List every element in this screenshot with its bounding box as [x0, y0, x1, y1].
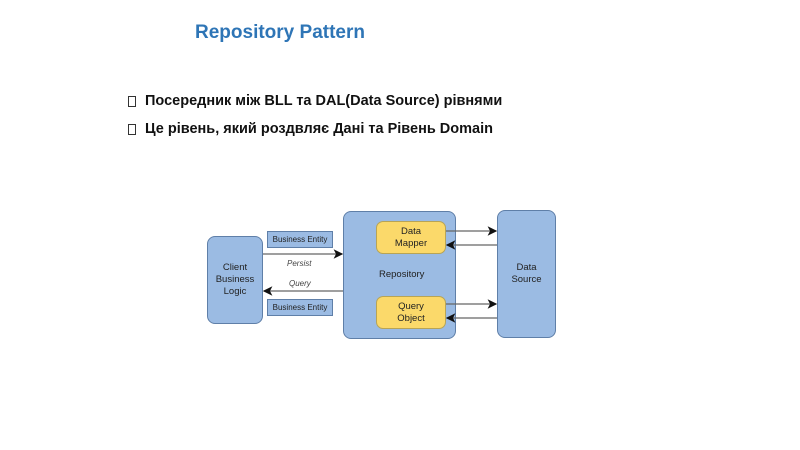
data-mapper-box: Data Mapper — [376, 221, 446, 254]
repository-label: Repository — [379, 269, 425, 280]
data-source-label: Data Source — [511, 262, 542, 285]
entity-label: Business Entity — [272, 302, 328, 312]
bullet-square-icon — [128, 123, 136, 135]
data-source-box: Data Source — [497, 210, 556, 338]
query-label: Query — [289, 279, 311, 288]
query-object-label: Query Object — [397, 300, 425, 324]
bullet-text: Посередник між BLL та DAL(Data Source) р… — [145, 93, 503, 109]
bullet-square-icon — [128, 95, 136, 107]
persist-label: Persist — [287, 259, 312, 268]
business-entity-bottom: Business Entity — [267, 299, 333, 316]
data-mapper-label: Data Mapper — [394, 225, 428, 249]
bullet-text: Це рівень, який роздвляє Дані та Рівень … — [145, 121, 493, 137]
business-entity-top: Business Entity — [267, 231, 333, 248]
client-business-logic-box: Client Business Logic — [207, 236, 263, 324]
query-object-box: Query Object — [376, 296, 446, 329]
slide-title: Repository Pattern — [195, 22, 365, 43]
client-label: Client Business Logic — [215, 262, 255, 297]
bullet-item: Це рівень, який роздвляє Дані та Рівень … — [128, 121, 493, 137]
bullet-item: Посередник між BLL та DAL(Data Source) р… — [128, 93, 502, 109]
entity-label: Business Entity — [272, 234, 328, 244]
